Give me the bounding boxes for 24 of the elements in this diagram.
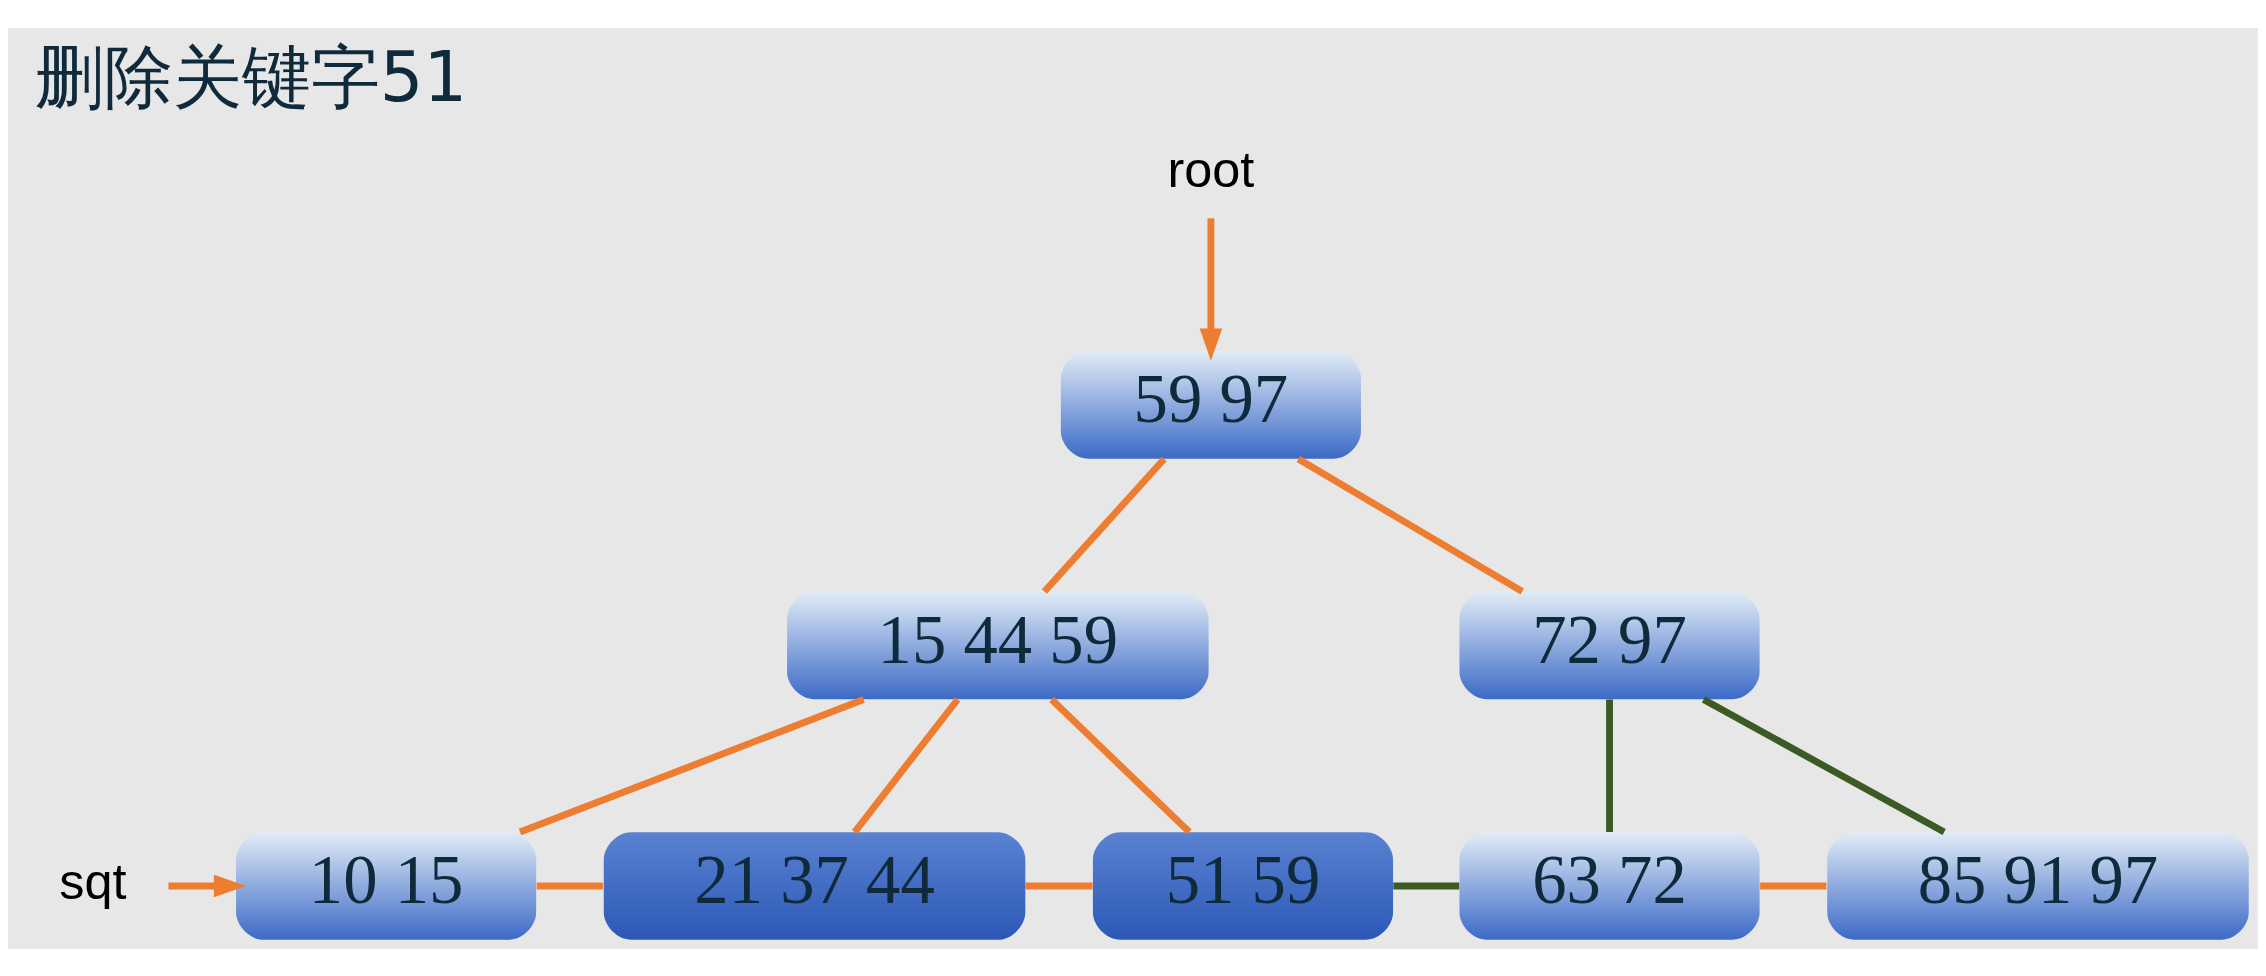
node-box: 10 15 — [236, 831, 537, 940]
connector — [1025, 882, 1093, 889]
arrow — [168, 874, 247, 897]
node-box: 72 97 — [1459, 591, 1760, 699]
connector — [1296, 455, 1524, 594]
node-box: 63 72 — [1459, 831, 1760, 940]
connector — [1393, 882, 1460, 889]
node-box: 21 37 44 — [603, 831, 1026, 940]
connector — [1606, 699, 1613, 832]
connector — [1760, 882, 1827, 889]
connector — [518, 695, 865, 835]
connector — [851, 696, 961, 834]
connector — [1049, 696, 1192, 834]
connector — [1041, 456, 1167, 594]
node-box: 85 91 97 — [1827, 831, 2249, 940]
arrow — [1199, 217, 1223, 361]
node-text: root — [1167, 140, 1255, 198]
node-box: 15 44 59 — [787, 591, 1209, 699]
node-box: 59 97 — [1060, 350, 1361, 459]
diagram-title: 删除关键字51 — [34, 36, 468, 117]
node-text: sqt — [59, 852, 127, 910]
connector — [536, 882, 603, 889]
node-box: 51 59 — [1092, 831, 1394, 940]
connector — [1701, 696, 1946, 835]
